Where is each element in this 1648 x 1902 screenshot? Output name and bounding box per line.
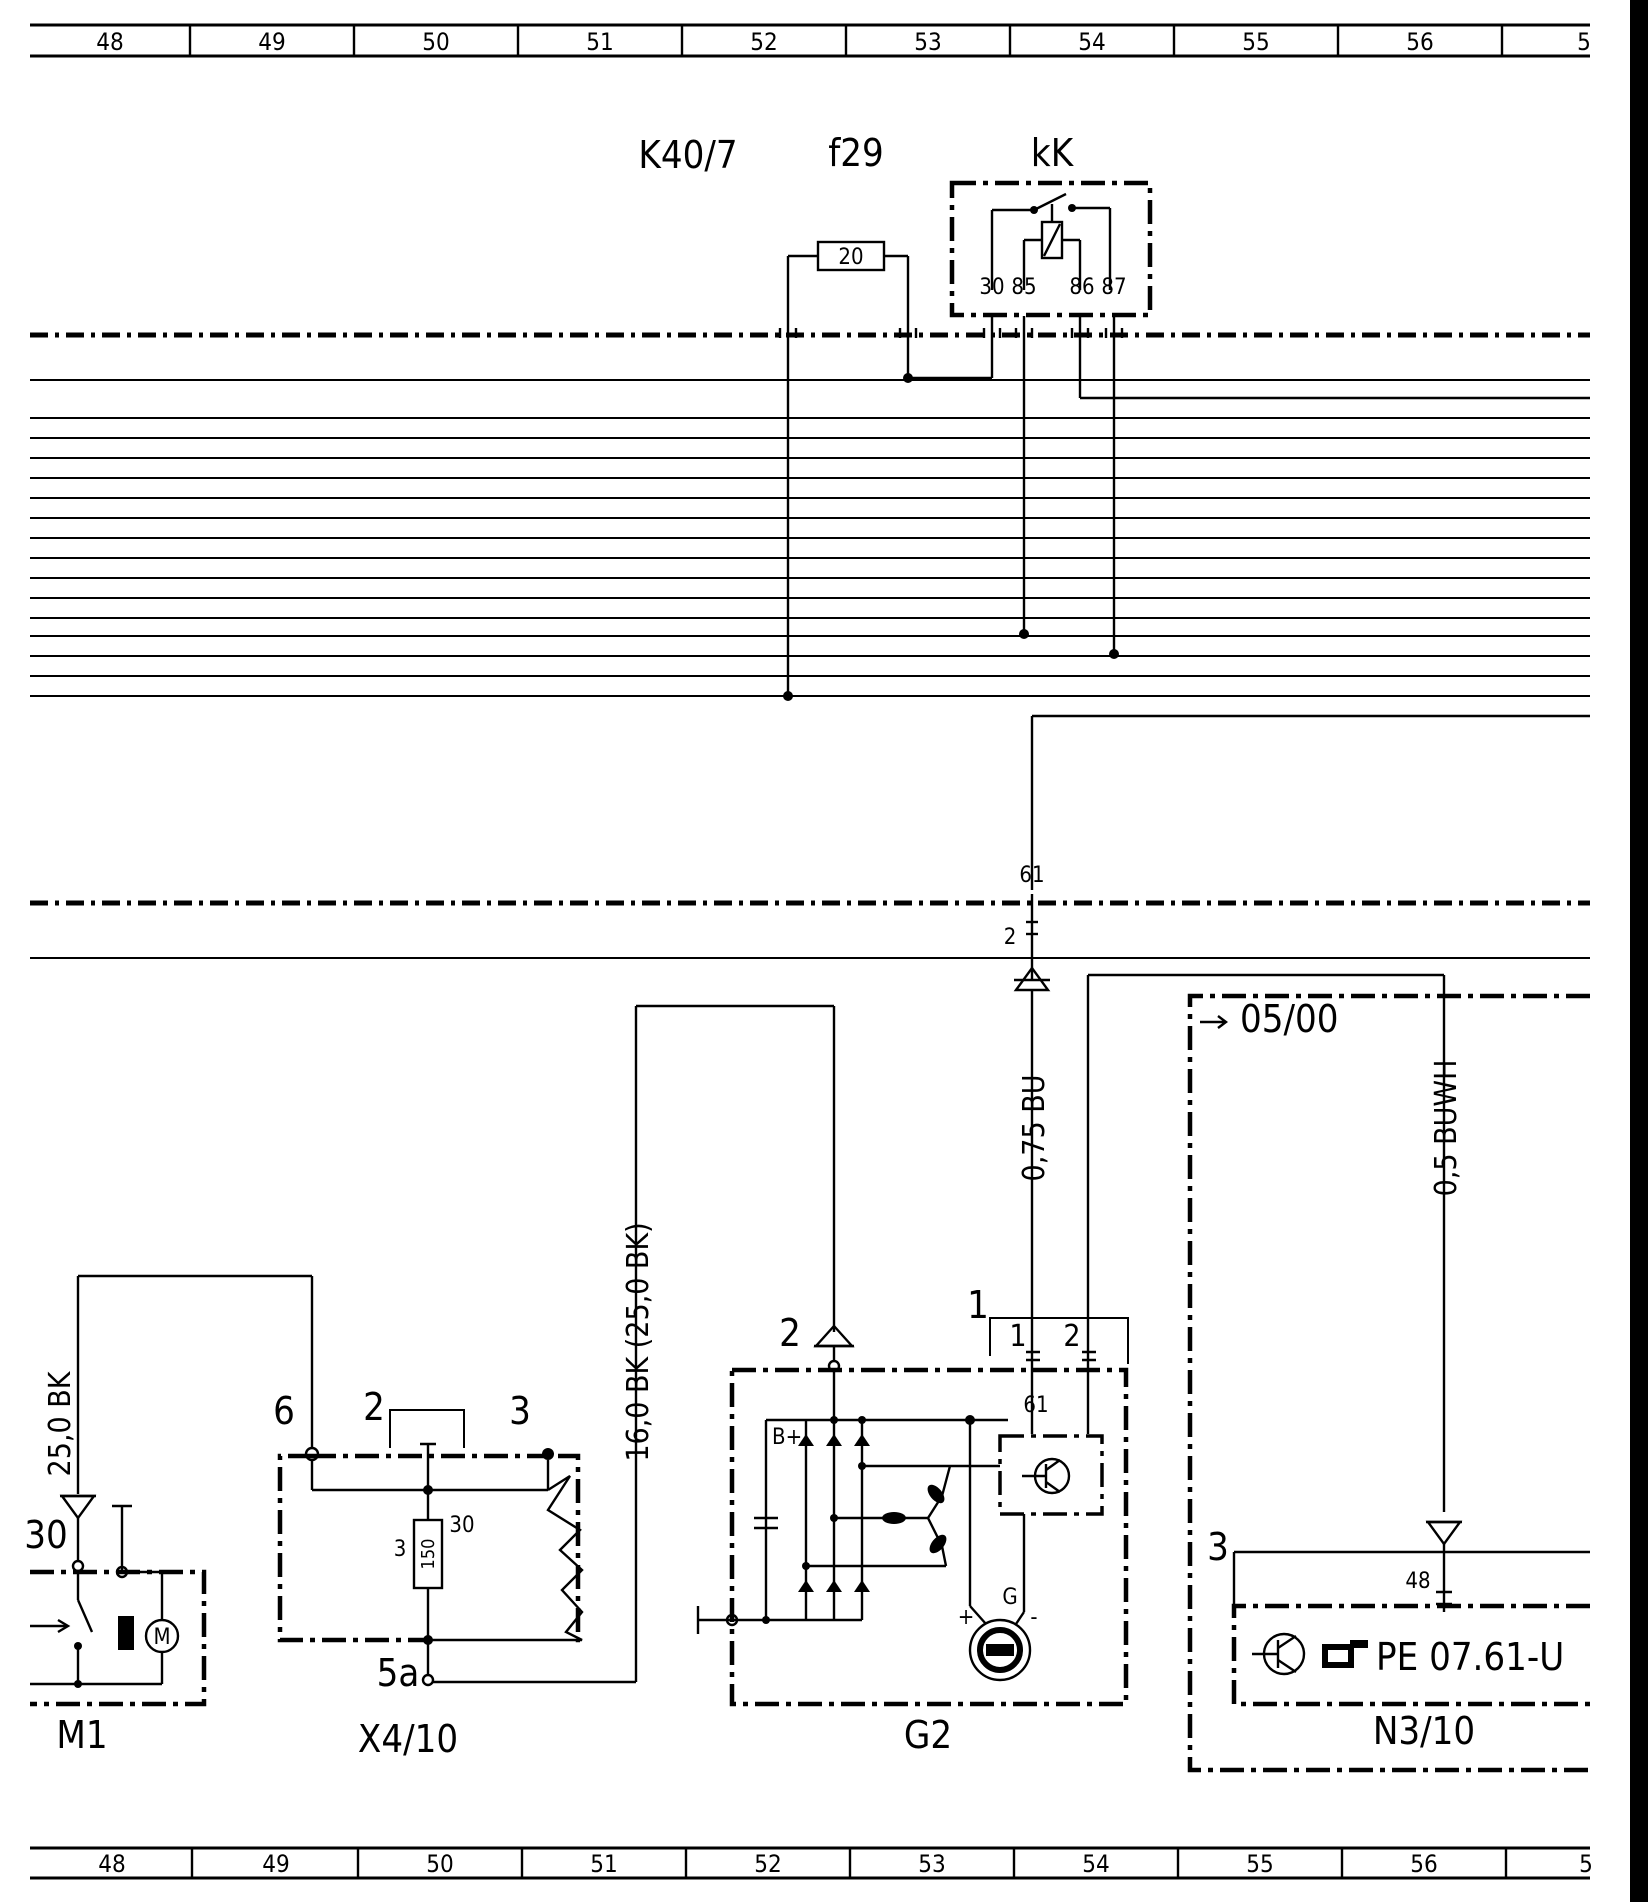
n3-10-module: 05/00 48 3 PE 07.61-U N3/10 [1187,993,1590,1773]
x4-10-terminal: 16,0 BK (25,0 BK) 6 2 3 150 3 30 5a X4/1… [273,1006,656,1761]
label-n3-10: N3/10 [1373,1709,1475,1753]
label-g2: G2 [904,1713,952,1757]
wire-bu: 61 [1019,714,1590,890]
ruler-label: 51 [590,1850,617,1878]
ruler-label: 54 [1078,28,1105,56]
wire-label-buwh: 0,5 BUWH [1429,1060,1464,1197]
m1-motor: M [153,1625,170,1650]
x4-10-res-right: 30 [449,1513,474,1538]
transistor-icon [1252,1632,1306,1676]
ruler-label: 56 [1406,28,1433,56]
ruler-label: 48 [98,1850,125,1878]
ruler-label: 50 [422,28,449,56]
x4-10-res-left: 3 [394,1537,407,1562]
connector-ticks [778,328,1124,338]
ruler-label: 49 [262,1850,289,1878]
connector-pin-61: 61 [1019,863,1044,888]
m1-terminal-30: 30 [24,1513,68,1557]
top-ruler: 48 49 50 51 52 53 54 55 56 5 [30,23,1591,58]
bottom-ruler: 48 49 50 51 52 53 54 55 56 5 [30,1846,1593,1880]
m1-starter: 30 M M1 [24,1494,207,1757]
label-kk: kK [1031,131,1075,175]
g2-plus: + [958,1605,975,1630]
x4-10-pin-5a: 5a [377,1651,420,1695]
wire-label-bu: 0,75 BU [1017,1075,1052,1182]
label-x4-10: X4/10 [358,1717,458,1761]
wire-label-bk25: 25,0 BK [43,1370,78,1476]
fuse-f29: 20 [786,240,992,698]
g2-plug-pin-1: 1 [1009,1319,1026,1354]
label-f29: f29 [828,131,884,175]
x4-10-resistor: 150 [418,1539,439,1570]
ruler-label: 53 [914,28,941,56]
alternator-icon [968,1618,1032,1682]
ruler-label: 55 [1242,28,1269,56]
n3-10-date: 05/00 [1240,997,1339,1041]
g2-pin-2: 2 [779,1311,801,1355]
ruler-label: 55 [1246,1850,1273,1878]
junction-dot [1019,629,1029,639]
transistor-icon [1022,1457,1071,1495]
junction-dot [903,373,913,383]
relay-pin-30: 30 [979,275,1004,300]
x4-10-pin-2: 2 [363,1385,385,1429]
ruler-label: 51 [586,28,613,56]
ruler-label: 52 [754,1850,781,1878]
n3-10-ref: PE 07.61-U [1376,1635,1564,1679]
g2-regulator-pin: 61 [1023,1393,1048,1418]
n3-10-pin-3: 3 [1207,1525,1229,1569]
junction-dot [783,691,793,701]
label-k40-7: K40/7 [638,133,737,177]
x4-10-pin-3: 3 [509,1389,531,1433]
motor-icon: M [144,1618,180,1654]
ruler-label: 49 [258,28,285,56]
wire-label-bk16: 16,0 BK (25,0 BK) [621,1222,656,1461]
g2-plug-1: 1 [967,1283,989,1327]
wire-buwh: 0,5 BUWH [1086,973,1464,1512]
n3-10-pin-48: 48 [1405,1569,1430,1594]
wire-bk25: 25,0 BK [43,1274,314,1494]
relay-pin-85: 85 [1011,275,1036,300]
relay-pin-87: 87 [1101,275,1126,300]
connector-pin-2: 2 [1004,925,1017,950]
ruler-label: 5 [1577,28,1591,56]
ruler-label: 5 [1579,1850,1593,1878]
g2-b-plus: B+ [772,1425,802,1450]
ruler-label: 56 [1410,1850,1437,1878]
fuse-rating: 20 [838,245,863,270]
x4-10-pin-6: 6 [273,1389,295,1433]
g2-field: G [1002,1585,1017,1610]
ruler-label: 52 [750,28,777,56]
junction-dot [1109,649,1119,659]
ruler-label: 50 [426,1850,453,1878]
relay-pin-86: 86 [1069,275,1094,300]
connector-2: 2 [1004,894,1051,992]
ruler-label: 48 [96,28,123,56]
ruler-label: 53 [918,1850,945,1878]
page-edge [1630,0,1648,1902]
pointing-hand-icon [1322,1640,1368,1668]
bus-lines [30,373,1590,701]
g2-alternator: 2 1 1 2 61 B+ [636,1004,1129,1757]
label-m1: M1 [56,1713,107,1757]
g2-minus: - [1030,1605,1037,1630]
ruler-label: 54 [1082,1850,1109,1878]
g2-plug-pin-2: 2 [1063,1319,1080,1354]
